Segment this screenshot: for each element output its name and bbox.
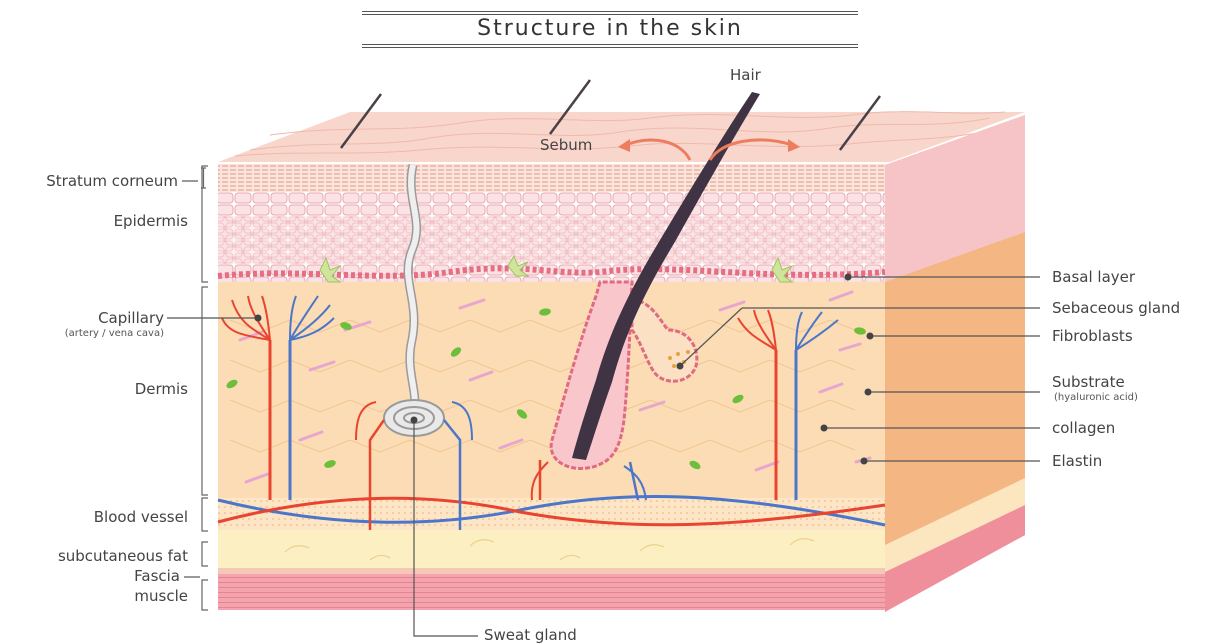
label-blood-vessel: Blood vessel xyxy=(94,508,188,526)
label-substrate: Substrate xyxy=(1052,373,1125,391)
stratum-corneum-layer xyxy=(218,164,885,192)
fascia-layer xyxy=(218,567,885,574)
dermis-layer xyxy=(218,282,885,500)
label-fascia: Fascia xyxy=(134,567,180,585)
label-sebum: Sebum xyxy=(540,136,592,154)
title-rule xyxy=(362,11,858,12)
label-sebaceous-gland: Sebaceous gland xyxy=(1052,299,1180,317)
label-sweat-gland: Sweat gland xyxy=(484,626,577,644)
diagram-title-block: Structure in the skin xyxy=(362,10,858,50)
subcutaneous-fat-layer xyxy=(218,530,885,568)
label-dermis: Dermis xyxy=(135,380,188,398)
label-fibroblasts: Fibroblasts xyxy=(1052,327,1133,345)
title-rule xyxy=(362,47,858,48)
label-capillary: Capillary xyxy=(98,309,164,327)
label-stratum-corneum: Stratum corneum xyxy=(46,172,178,190)
label-subcutaneous-fat: subcutaneous fat xyxy=(58,547,188,565)
skin-surface-top xyxy=(218,112,1025,162)
left-brackets xyxy=(201,166,208,610)
diagram-title: Structure in the skin xyxy=(362,16,858,41)
label-basal-layer: Basal layer xyxy=(1052,268,1135,286)
title-rule xyxy=(362,44,858,45)
label-epidermis: Epidermis xyxy=(114,212,188,230)
label-muscle: muscle xyxy=(134,587,188,605)
muscle-layer xyxy=(218,573,885,610)
epidermis-layer-offset xyxy=(218,216,885,264)
label-collagen: collagen xyxy=(1052,419,1115,437)
label-hair: Hair xyxy=(730,66,761,84)
title-rule xyxy=(362,14,858,15)
label-elastin: Elastin xyxy=(1052,452,1102,470)
label-capillary-sub: (artery / vena cava) xyxy=(65,328,164,339)
label-substrate-sub: (hyaluronic acid) xyxy=(1054,392,1138,403)
